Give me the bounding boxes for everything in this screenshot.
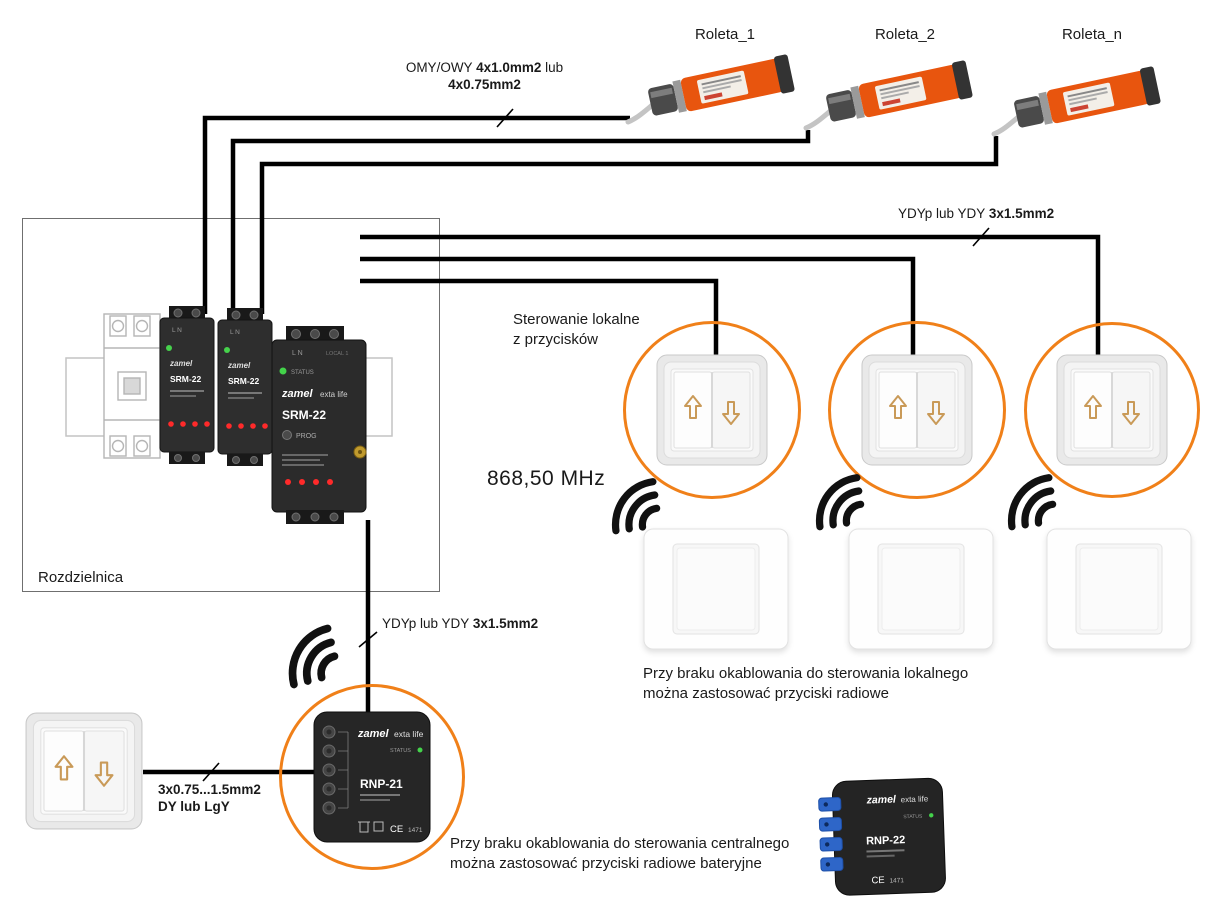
prog-button bbox=[282, 430, 292, 440]
svg-text:STATUS: STATUS bbox=[390, 748, 411, 754]
status-led bbox=[279, 367, 287, 375]
red-leds bbox=[226, 423, 268, 429]
note-local: Przy braku okablowania do sterowania lok… bbox=[643, 665, 969, 702]
svg-text:zamel: zamel bbox=[865, 793, 897, 806]
cable-label-center: YDYp lub YDY 3x1.5mm2 bbox=[382, 616, 539, 631]
radio-waves-icon bbox=[804, 464, 874, 534]
svg-text:RNP-21: RNP-21 bbox=[360, 777, 403, 791]
cable-marker bbox=[496, 108, 514, 128]
terminal-schematic bbox=[338, 731, 349, 809]
svg-text:zamel: zamel bbox=[169, 359, 193, 368]
svg-text:exta life: exta life bbox=[320, 390, 348, 399]
rozdzielnica-label: Rozdzielnica bbox=[38, 569, 124, 586]
status-led bbox=[417, 747, 423, 753]
svg-text:exta life: exta life bbox=[394, 729, 424, 739]
screw-terminals bbox=[322, 725, 336, 815]
cable-marker bbox=[202, 762, 220, 782]
rocker-switch-left bbox=[25, 712, 143, 830]
rocker-switch-1 bbox=[656, 354, 768, 466]
coverage-circle-rnp21 bbox=[279, 684, 465, 870]
radio-push-button-3 bbox=[1046, 528, 1192, 650]
radio-push-button-1 bbox=[643, 528, 789, 650]
cable-label-right: YDYp lub YDY 3x1.5mm2 bbox=[898, 206, 1055, 221]
svg-text:L N: L N bbox=[230, 329, 240, 336]
cable-label-top: OMY/OWY 4x1.0mm2 lub 4x0.75mm2 bbox=[405, 60, 564, 92]
svg-text:L N: L N bbox=[292, 350, 303, 357]
srm22-module-2: L N zamel SRM-22 bbox=[217, 308, 273, 466]
svg-text:L N: L N bbox=[172, 327, 182, 334]
svg-text:SRM-22: SRM-22 bbox=[282, 408, 326, 422]
svg-text:RNP-22: RNP-22 bbox=[866, 834, 906, 847]
red-leds bbox=[285, 479, 333, 485]
coverage-circle-3 bbox=[1024, 322, 1200, 498]
svg-text:STATUS: STATUS bbox=[291, 370, 314, 376]
srm22-module-main: L N LOCAL 1 STATUS zamel exta life SRM-2… bbox=[271, 326, 367, 524]
rocker-switch-3 bbox=[1056, 354, 1168, 466]
motor-label-3: Roleta_n bbox=[1061, 26, 1123, 43]
svg-text:zamel: zamel bbox=[227, 361, 251, 370]
svg-text:LOCAL 1: LOCAL 1 bbox=[326, 351, 348, 357]
radio-waves-icon bbox=[996, 464, 1066, 534]
frequency-label: 868,50 MHz bbox=[487, 467, 606, 490]
status-led bbox=[224, 347, 230, 353]
red-leds bbox=[168, 421, 210, 427]
class2-icon bbox=[373, 821, 384, 832]
roller-motor-2 bbox=[800, 54, 980, 142]
status-led bbox=[929, 813, 934, 818]
weee-icon bbox=[358, 821, 370, 833]
svg-text:PROG: PROG bbox=[296, 433, 317, 440]
svg-text:STATUS: STATUS bbox=[903, 814, 923, 821]
rnp22-device: zamel exta life STATUS RNP-22 CE 1471 bbox=[818, 777, 946, 896]
radio-waves-icon bbox=[271, 613, 351, 693]
svg-text:1471: 1471 bbox=[889, 877, 904, 885]
circuit-breaker-sketch bbox=[103, 313, 161, 459]
svg-text:zamel: zamel bbox=[281, 388, 314, 400]
roller-motor-3 bbox=[988, 60, 1168, 148]
cable-marker bbox=[358, 631, 378, 648]
svg-text:SRM-22: SRM-22 bbox=[170, 374, 201, 384]
note-central: Przy braku okablowania do sterowania cen… bbox=[450, 835, 790, 872]
radio-push-button-2 bbox=[848, 528, 994, 650]
svg-text:zamel: zamel bbox=[357, 728, 390, 740]
cable-label-left: 3x0.75...1.5mm2 DY lub LgY bbox=[158, 782, 261, 814]
quick-connectors bbox=[818, 797, 844, 872]
rnp21-device: zamel exta life STATUS RNP-21 CE 1471 bbox=[313, 711, 431, 843]
status-led bbox=[166, 345, 172, 351]
svg-text:1471: 1471 bbox=[408, 827, 423, 834]
svg-text:CE: CE bbox=[390, 824, 403, 835]
rocker-switch-2 bbox=[861, 354, 973, 466]
svg-text:SRM-22: SRM-22 bbox=[228, 376, 259, 386]
motor-label-1: Roleta_1 bbox=[694, 26, 756, 43]
motor-label-2: Roleta_2 bbox=[874, 26, 936, 43]
roller-motor-1 bbox=[622, 48, 802, 136]
srm22-module-1: L N zamel SRM-22 bbox=[159, 306, 215, 464]
svg-text:exta life: exta life bbox=[901, 794, 929, 804]
local-control-label: Sterowanie lokalne z przycisków bbox=[513, 311, 640, 348]
svg-text:CE: CE bbox=[871, 875, 885, 886]
cable-marker bbox=[972, 227, 990, 247]
